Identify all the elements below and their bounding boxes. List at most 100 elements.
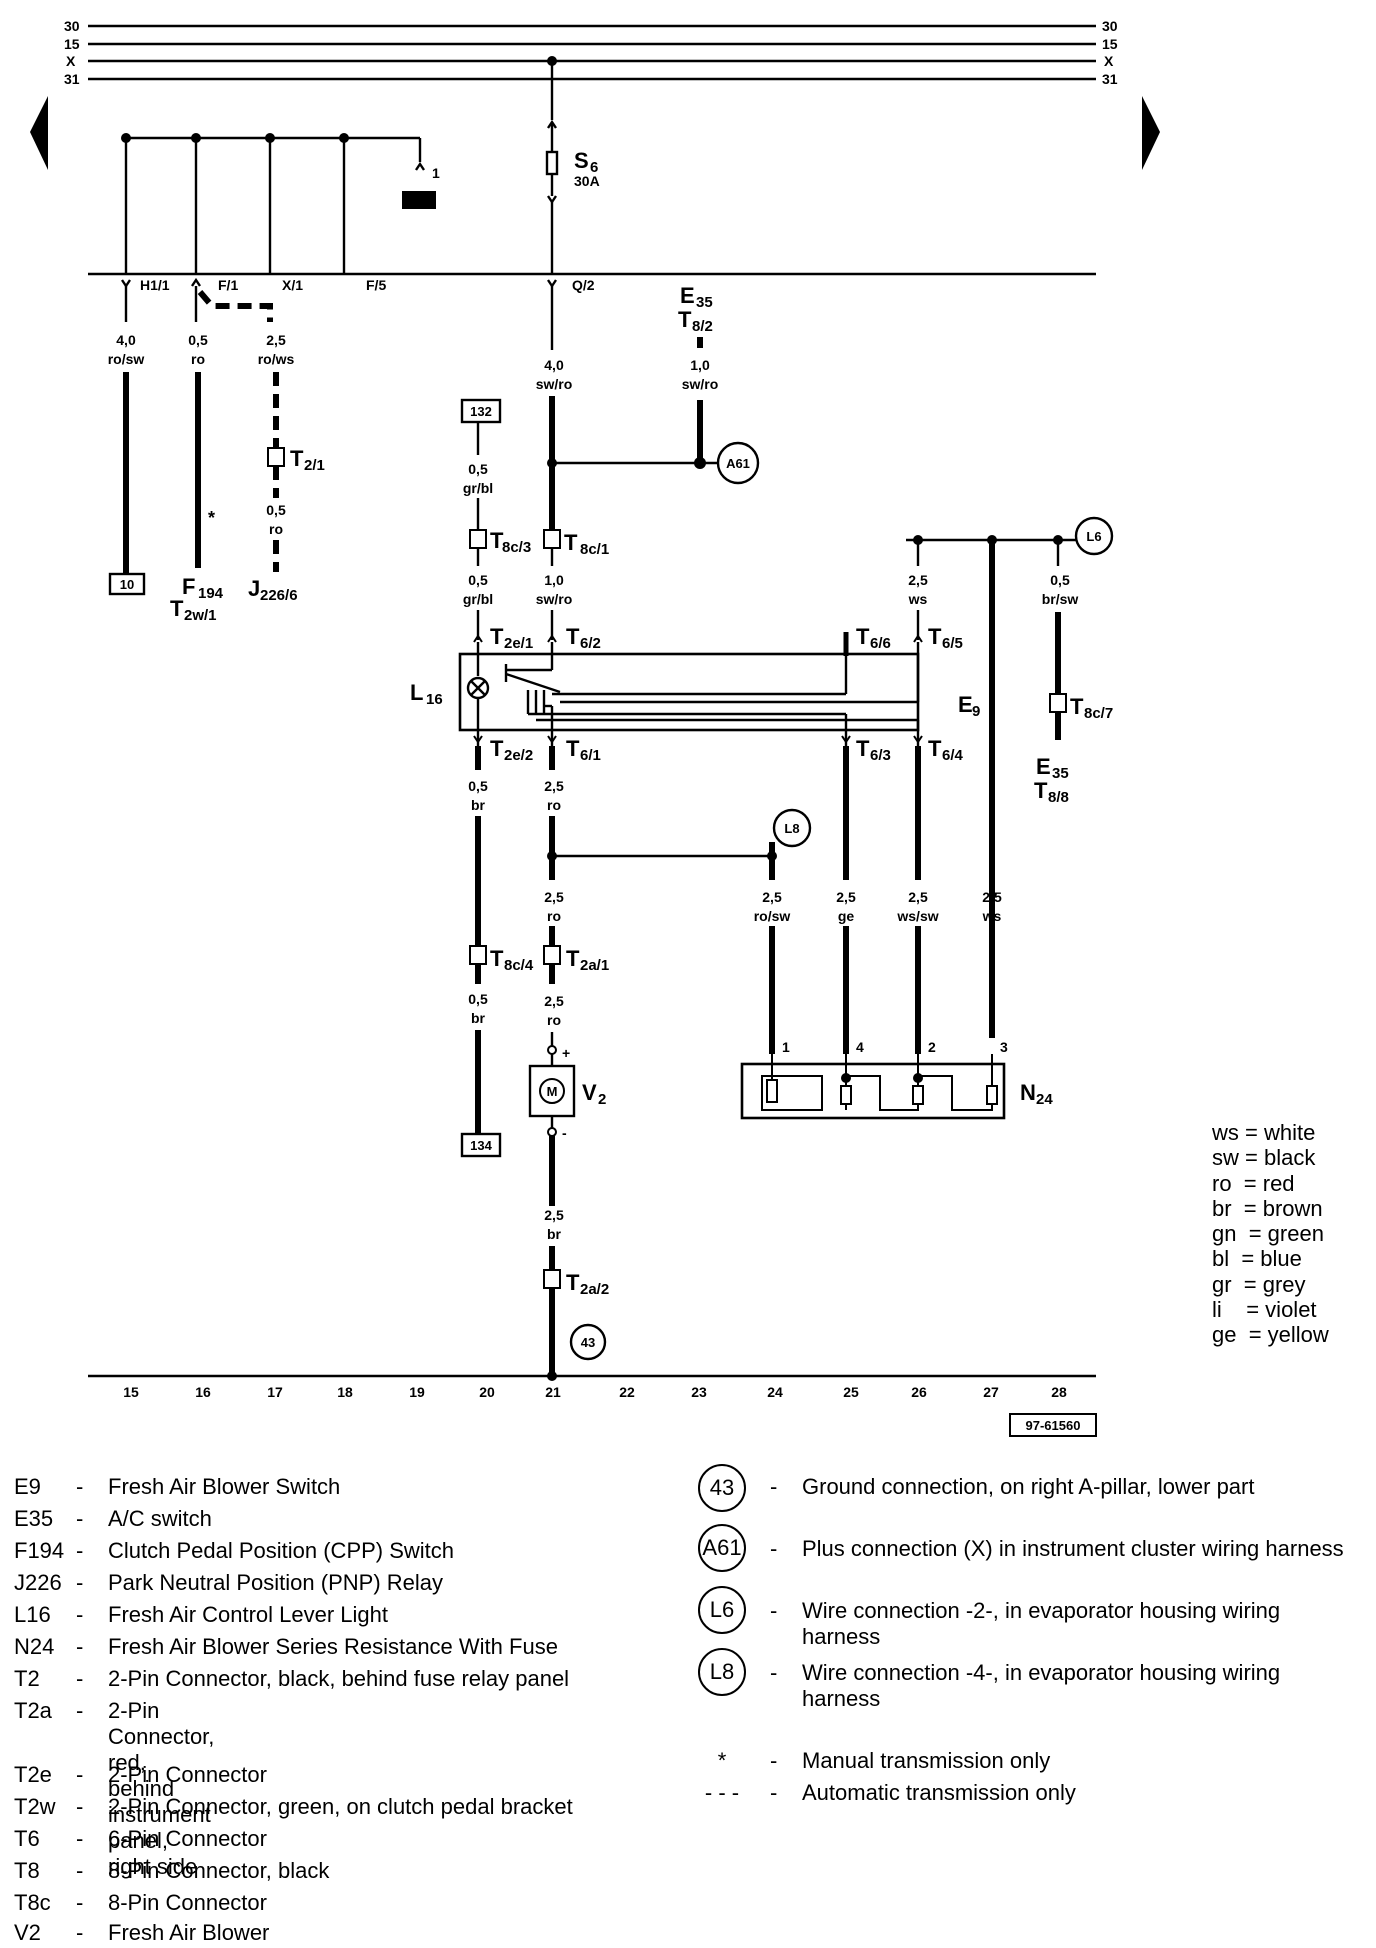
t21-label: T — [290, 446, 304, 471]
wire-color: gr/bl — [463, 480, 493, 496]
t2e1-label: T — [490, 624, 504, 649]
bus-label-15-right: 15 — [1102, 36, 1118, 52]
t8c4-sub: 8c/4 — [504, 957, 534, 974]
pin-h1-1: H1/1 — [140, 277, 170, 293]
e9-sub: 9 — [972, 703, 980, 720]
t88-label: T — [1034, 778, 1048, 803]
motor-icon: M — [547, 1084, 558, 1099]
t64-sub: 6/4 — [942, 747, 964, 764]
track-20: 20 — [479, 1384, 495, 1400]
color-code: bl = blue — [1212, 1246, 1302, 1272]
wire-size: 2,5 — [544, 778, 564, 794]
t2w1-sub: 2w/1 — [184, 607, 217, 624]
wire-color: ro — [269, 521, 283, 537]
wire-size: 2,5 — [908, 572, 928, 588]
color-code: ge = yellow — [1212, 1322, 1329, 1348]
t8c7-sub: 8c/7 — [1084, 705, 1113, 722]
connector-t2a-1 — [543, 945, 561, 965]
ground-43-icon: 43 — [698, 1464, 746, 1512]
connector-t8c-7 — [1049, 693, 1067, 713]
color-code: ro = red — [1212, 1170, 1295, 1196]
j226-sub: 226/6 — [260, 587, 298, 604]
t8c1-sub: 8c/1 — [580, 541, 609, 558]
pin-1-label: 1 — [432, 165, 440, 181]
t65-label: T — [928, 624, 942, 649]
wire-color: br — [547, 1226, 562, 1242]
wire-size: 2,5 — [908, 889, 928, 905]
bus-label-15-left: 15 — [64, 36, 80, 52]
n24-label: N — [1020, 1080, 1036, 1105]
dashed-line-icon: - - - — [704, 1780, 740, 1805]
track-21: 21 — [545, 1384, 561, 1400]
e35-bottom-sub: 35 — [1052, 765, 1069, 782]
color-code: li = violet — [1212, 1297, 1317, 1323]
t61-sub: 6/1 — [580, 747, 601, 764]
t62-label: T — [566, 624, 580, 649]
t8c3-sub: 8c/3 — [502, 539, 531, 556]
wire-color: ws — [982, 908, 1002, 924]
t88-sub: 8/8 — [1048, 789, 1069, 806]
bus-label-x-left: X — [66, 53, 76, 69]
a61-label: A61 — [726, 456, 750, 471]
bus-label-30-right: 30 — [1102, 18, 1118, 34]
wire-size: 2,5 — [544, 889, 564, 905]
wire-color: br — [471, 797, 486, 813]
bus-label-30-left: 30 — [64, 18, 80, 34]
t66-sub: 6/6 — [870, 635, 891, 652]
track-28: 28 — [1051, 1384, 1067, 1400]
wire-color: ro — [547, 797, 561, 813]
motor-minus: - — [562, 1125, 567, 1141]
l8-label: L8 — [784, 821, 799, 836]
wire-size: 2,5 — [982, 889, 1002, 905]
wire-size: 0,5 — [188, 332, 208, 348]
e35-bottom-label: E — [1036, 754, 1051, 779]
wire-color: br — [471, 1010, 486, 1026]
bus-label-31-right: 31 — [1102, 71, 1118, 87]
t64-label: T — [928, 736, 942, 761]
wire-size: 2,5 — [544, 993, 564, 1009]
t2e1-sub: 2e/1 — [504, 635, 533, 652]
track-15: 15 — [123, 1384, 139, 1400]
wire-size: 4,0 — [116, 332, 136, 348]
wire-size: 0,5 — [468, 461, 488, 477]
wire-color: ge — [838, 908, 855, 924]
color-code: br = brown — [1212, 1195, 1323, 1221]
feed-row — [124, 136, 425, 274]
track-17: 17 — [267, 1384, 283, 1400]
connector-t8c-1 — [543, 529, 561, 549]
t8c4-label: T — [490, 946, 504, 971]
n24-pin-2: 2 — [928, 1039, 936, 1055]
manual-only-asterisk: * — [208, 508, 215, 528]
v2-sub: 2 — [598, 1091, 606, 1108]
t2a1-sub: 2a/1 — [580, 957, 609, 974]
track-16: 16 — [195, 1384, 211, 1400]
t82-label: T — [678, 307, 692, 332]
current-track-numbers: 15 16 17 18 19 20 21 22 23 24 25 26 27 2… — [123, 1384, 1067, 1400]
track-25: 25 — [843, 1384, 859, 1400]
l6-connection-symbol — [1074, 516, 1114, 556]
track-22: 22 — [619, 1384, 635, 1400]
e9-internal-wiring — [466, 636, 920, 746]
pin-x-1: X/1 — [282, 277, 303, 293]
track-23: 23 — [691, 1384, 707, 1400]
reference-box-12-label: 12 — [412, 193, 426, 208]
n24-series-resistance — [740, 1062, 1006, 1120]
next-page-arrow-icon[interactable] — [1142, 96, 1160, 170]
wire-color: br/sw — [1042, 591, 1079, 607]
ground-43-symbol — [569, 1323, 607, 1361]
track-18: 18 — [337, 1384, 353, 1400]
wire-size: 0,5 — [468, 572, 488, 588]
e9-label: E — [958, 692, 973, 717]
n24-pin-4: 4 — [856, 1039, 864, 1055]
reference-box-132-label: 132 — [470, 404, 492, 419]
wire-color: ro — [191, 351, 205, 367]
fuse-sub: 6 — [590, 159, 598, 176]
pin-f-5: F/5 — [366, 277, 386, 293]
t2e2-sub: 2e/2 — [504, 747, 533, 764]
previous-page-arrow-icon[interactable] — [30, 96, 48, 170]
wire-color-legend: ws = white sw = black ro = red br = brow… — [1212, 1120, 1329, 1348]
j226-label: J — [248, 576, 260, 601]
bus-lines — [88, 24, 1096, 81]
wire-color: sw/ro — [536, 591, 573, 607]
